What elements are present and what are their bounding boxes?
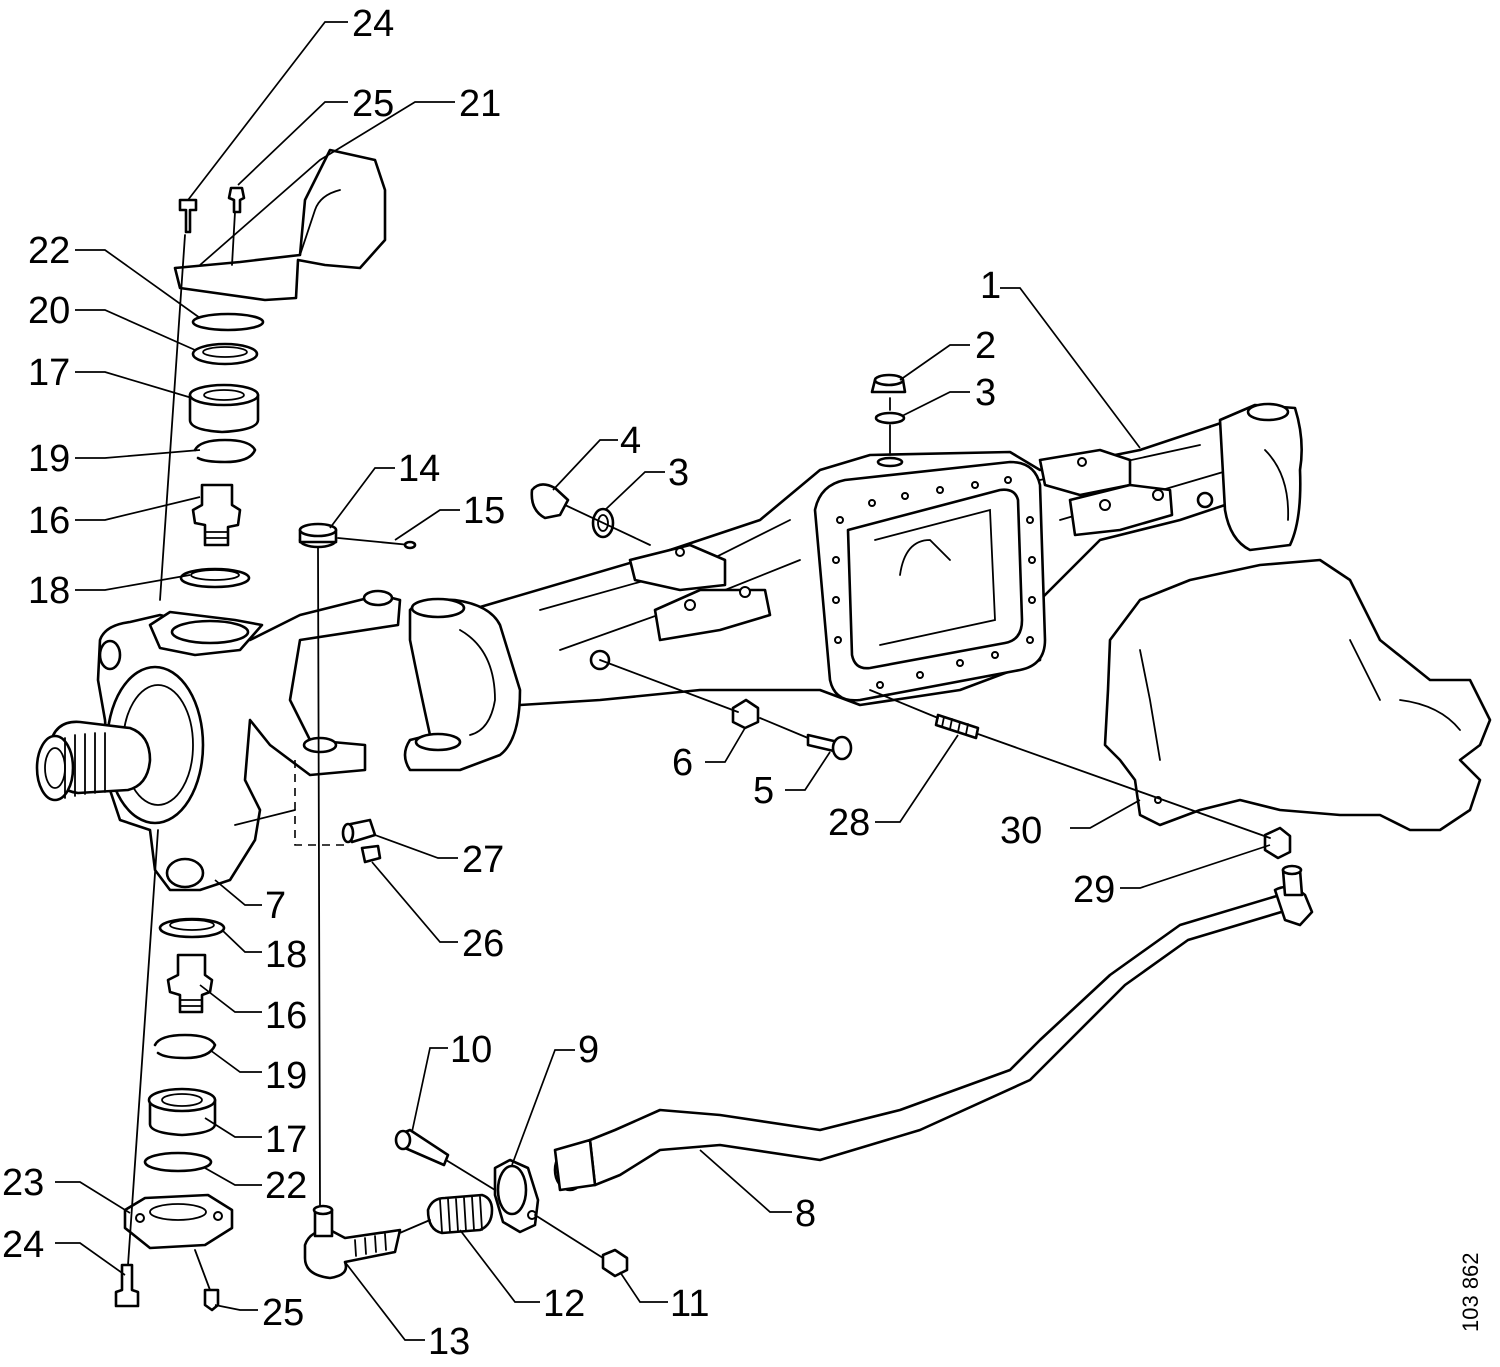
callout-19-top: 19 bbox=[28, 438, 70, 480]
callout-10: 10 bbox=[450, 1029, 492, 1071]
callout-25-top: 25 bbox=[352, 83, 394, 125]
callout-27: 27 bbox=[462, 839, 504, 881]
reference-number: 103 862 bbox=[1458, 1252, 1483, 1332]
callout-24-bottom: 24 bbox=[2, 1224, 44, 1266]
callout-23: 23 bbox=[2, 1162, 44, 1204]
callout-11: 11 bbox=[670, 1283, 709, 1325]
callout-28: 28 bbox=[828, 802, 870, 844]
callout-1: 1 bbox=[980, 265, 1001, 307]
callout-7: 7 bbox=[265, 885, 286, 927]
callout-20: 20 bbox=[28, 290, 70, 332]
callout-3-left: 3 bbox=[668, 452, 689, 494]
callout-21: 21 bbox=[459, 83, 501, 125]
callout-3-right: 3 bbox=[975, 372, 996, 414]
callout-12: 12 bbox=[543, 1283, 585, 1325]
callout-13: 13 bbox=[428, 1321, 470, 1363]
callout-4: 4 bbox=[620, 420, 641, 462]
callout-17-top: 17 bbox=[28, 352, 70, 394]
callout-24-top: 24 bbox=[352, 3, 394, 45]
small-parts bbox=[294, 373, 1292, 1206]
callout-22-bottom: 22 bbox=[265, 1165, 307, 1207]
callout-29: 29 bbox=[1073, 869, 1115, 911]
callout-18-bottom: 18 bbox=[265, 934, 307, 976]
callout-18-top: 18 bbox=[28, 570, 70, 612]
callout-19-bottom: 19 bbox=[265, 1055, 307, 1097]
callout-30: 30 bbox=[1000, 810, 1042, 852]
cover-bolt-holes bbox=[832, 476, 1036, 689]
callout-8: 8 bbox=[795, 1193, 816, 1235]
lower-kingpin-stack bbox=[114, 829, 234, 1312]
callout-22-top: 22 bbox=[28, 230, 70, 272]
callout-26: 26 bbox=[462, 923, 504, 965]
differential-carrier bbox=[1103, 558, 1492, 832]
callout-17-bottom: 17 bbox=[265, 1119, 307, 1161]
callout-5: 5 bbox=[753, 770, 774, 812]
callout-25-bottom: 25 bbox=[262, 1292, 304, 1334]
callout-14: 14 bbox=[398, 448, 440, 490]
callout-16-bottom: 16 bbox=[265, 995, 307, 1037]
callout-16-top: 16 bbox=[28, 500, 70, 542]
axle-housing bbox=[403, 402, 1303, 772]
steering-knuckle bbox=[35, 589, 402, 892]
leader-lines bbox=[55, 21, 1271, 1341]
tie-rod-assembly bbox=[303, 864, 1314, 1280]
callout-9: 9 bbox=[578, 1029, 599, 1071]
callout-15: 15 bbox=[463, 490, 505, 532]
upper-kingpin-stack bbox=[159, 148, 387, 601]
callout-2: 2 bbox=[975, 325, 996, 367]
callout-labels: 24 25 21 22 20 17 19 16 18 14 15 4 3 2 3… bbox=[2, 3, 1483, 1363]
callout-6: 6 bbox=[672, 742, 693, 784]
